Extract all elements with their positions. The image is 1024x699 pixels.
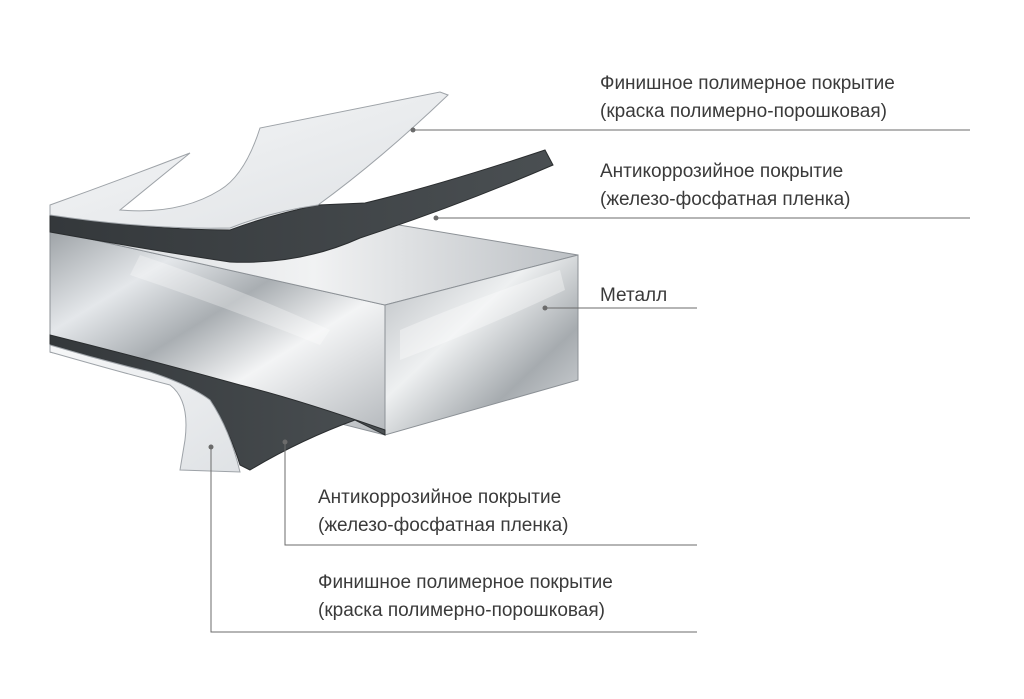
leader-anticorr-bottom	[284, 442, 697, 546]
bottom-light-layer	[49, 344, 241, 473]
metal-end-face	[384, 254, 579, 436]
label-anticorr-bottom-line1: Антикоррозийное покрытие	[318, 487, 562, 508]
leader-dot-finish-top	[410, 127, 416, 133]
label-finish-bottom-line2: (краска полимерно-порошковая)	[318, 600, 605, 621]
top-dark-layer	[49, 149, 554, 263]
label-anticorr-top: Антикоррозийное покрытие (железо-фосфатн…	[600, 158, 850, 214]
leader-dots	[208, 127, 548, 450]
label-finish-bottom: Финишное полимерное покрытие (краска пол…	[318, 569, 613, 625]
label-anticorr-bottom: Антикоррозийное покрытие (железо-фосфатн…	[318, 484, 568, 540]
leader-dot-finish-bottom	[208, 444, 214, 450]
top-light-layer	[49, 91, 449, 229]
label-anticorr-bottom-line2: (железо-фосфатная пленка)	[318, 515, 569, 536]
label-finish-top-line1: Финишное полимерное покрытие	[600, 73, 895, 94]
label-metal-line1: Металл	[600, 285, 668, 306]
label-anticorr-top-line2: (железо-фосфатная пленка)	[600, 189, 851, 210]
label-metal: Металл	[600, 282, 667, 310]
label-finish-top: Финишное полимерное покрытие (краска пол…	[600, 70, 895, 126]
metal-shine	[400, 270, 565, 360]
leader-lines	[210, 129, 970, 633]
label-anticorr-top-line1: Антикоррозийное покрытие	[600, 161, 844, 182]
label-finish-bottom-line1: Финишное полимерное покрытие	[318, 572, 613, 593]
leader-dot-anticorr-top	[433, 215, 439, 221]
leader-dot-metal	[542, 305, 548, 311]
label-finish-top-line2: (краска полимерно-порошковая)	[600, 101, 887, 122]
leader-dot-anticorr-bottom	[282, 439, 288, 445]
leader-finish-bottom	[210, 447, 697, 633]
metal-shine-2	[130, 255, 330, 345]
